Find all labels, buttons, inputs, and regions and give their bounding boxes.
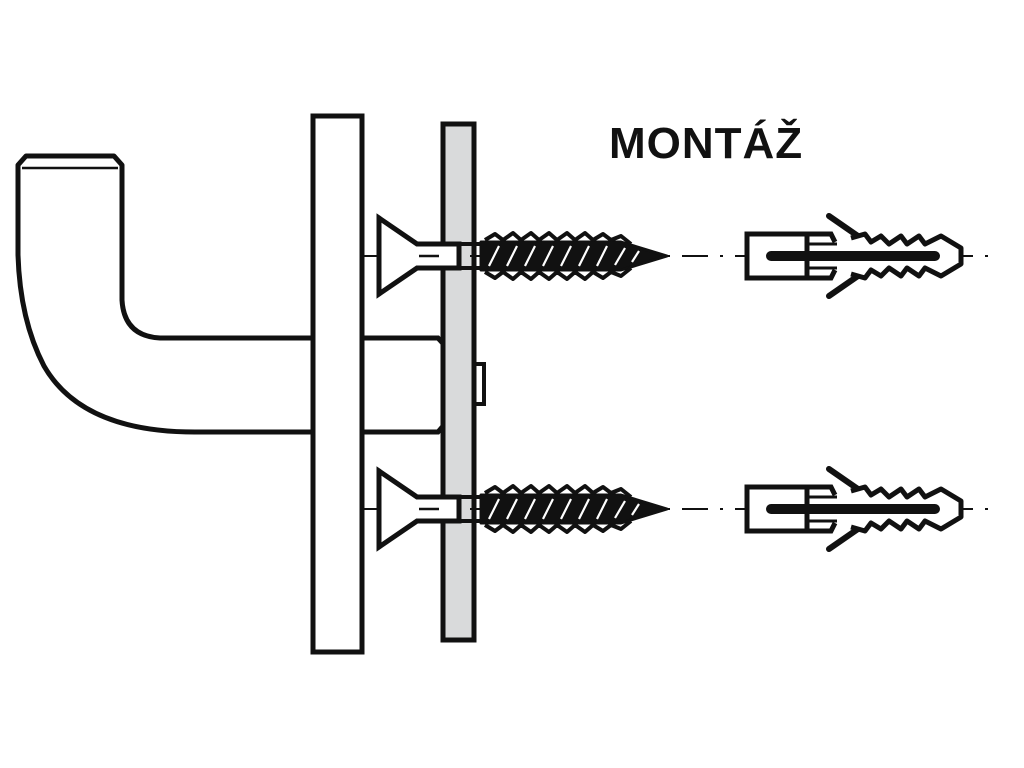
wall-plug-icon xyxy=(747,469,961,549)
wood-screw-icon xyxy=(379,471,667,547)
wall-plate-icon xyxy=(440,121,477,643)
hook-icon xyxy=(15,153,316,435)
diagram-title: MONTÁŽ xyxy=(609,119,804,168)
wood-screw-icon xyxy=(379,218,667,294)
mounting-plate-icon xyxy=(310,113,365,655)
wall-plug-icon xyxy=(747,216,961,296)
